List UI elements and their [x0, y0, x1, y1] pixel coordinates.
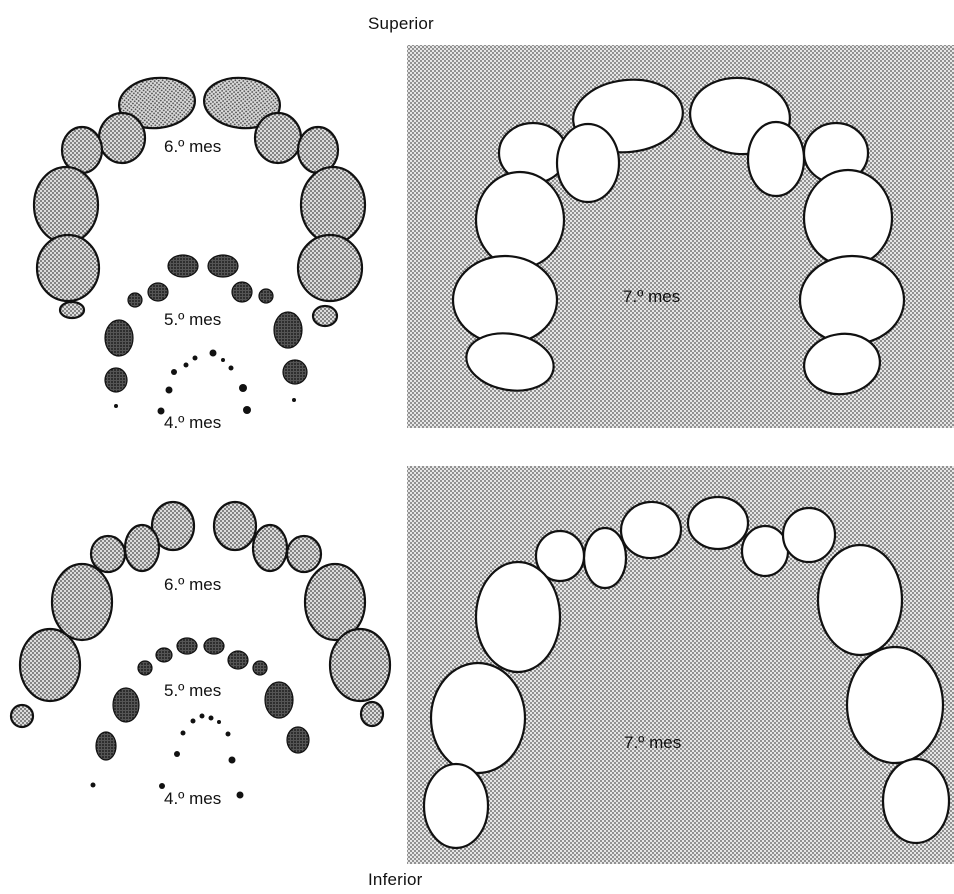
upper-label-6th-month: 6.º mes — [164, 137, 221, 156]
upper-left-stage-diagram: 6.º mes 5.º mes 4.º mes — [34, 74, 365, 432]
lower-label-5th-month: 5.º mes — [164, 681, 221, 700]
lower-label-4th-month: 4.º mes — [164, 789, 221, 808]
lower-label-7th-month: 7.º mes — [624, 733, 681, 752]
upper-6th-month-arch — [34, 74, 365, 326]
upper-label-7th-month: 7.º mes — [623, 287, 680, 306]
upper-label-5th-month: 5.º mes — [164, 310, 221, 329]
lower-label-6th-month: 6.º mes — [164, 575, 221, 594]
lower-left-stage-diagram: 6.º mes 5.º mes 4.º mes — [11, 502, 390, 808]
upper-4th-month-dots — [114, 350, 296, 415]
upper-right-7th-month-panel: 7.º mes — [407, 45, 954, 428]
lower-right-7th-month-panel: 7.º mes — [407, 466, 954, 864]
upper-label-4th-month: 4.º mes — [164, 413, 221, 432]
